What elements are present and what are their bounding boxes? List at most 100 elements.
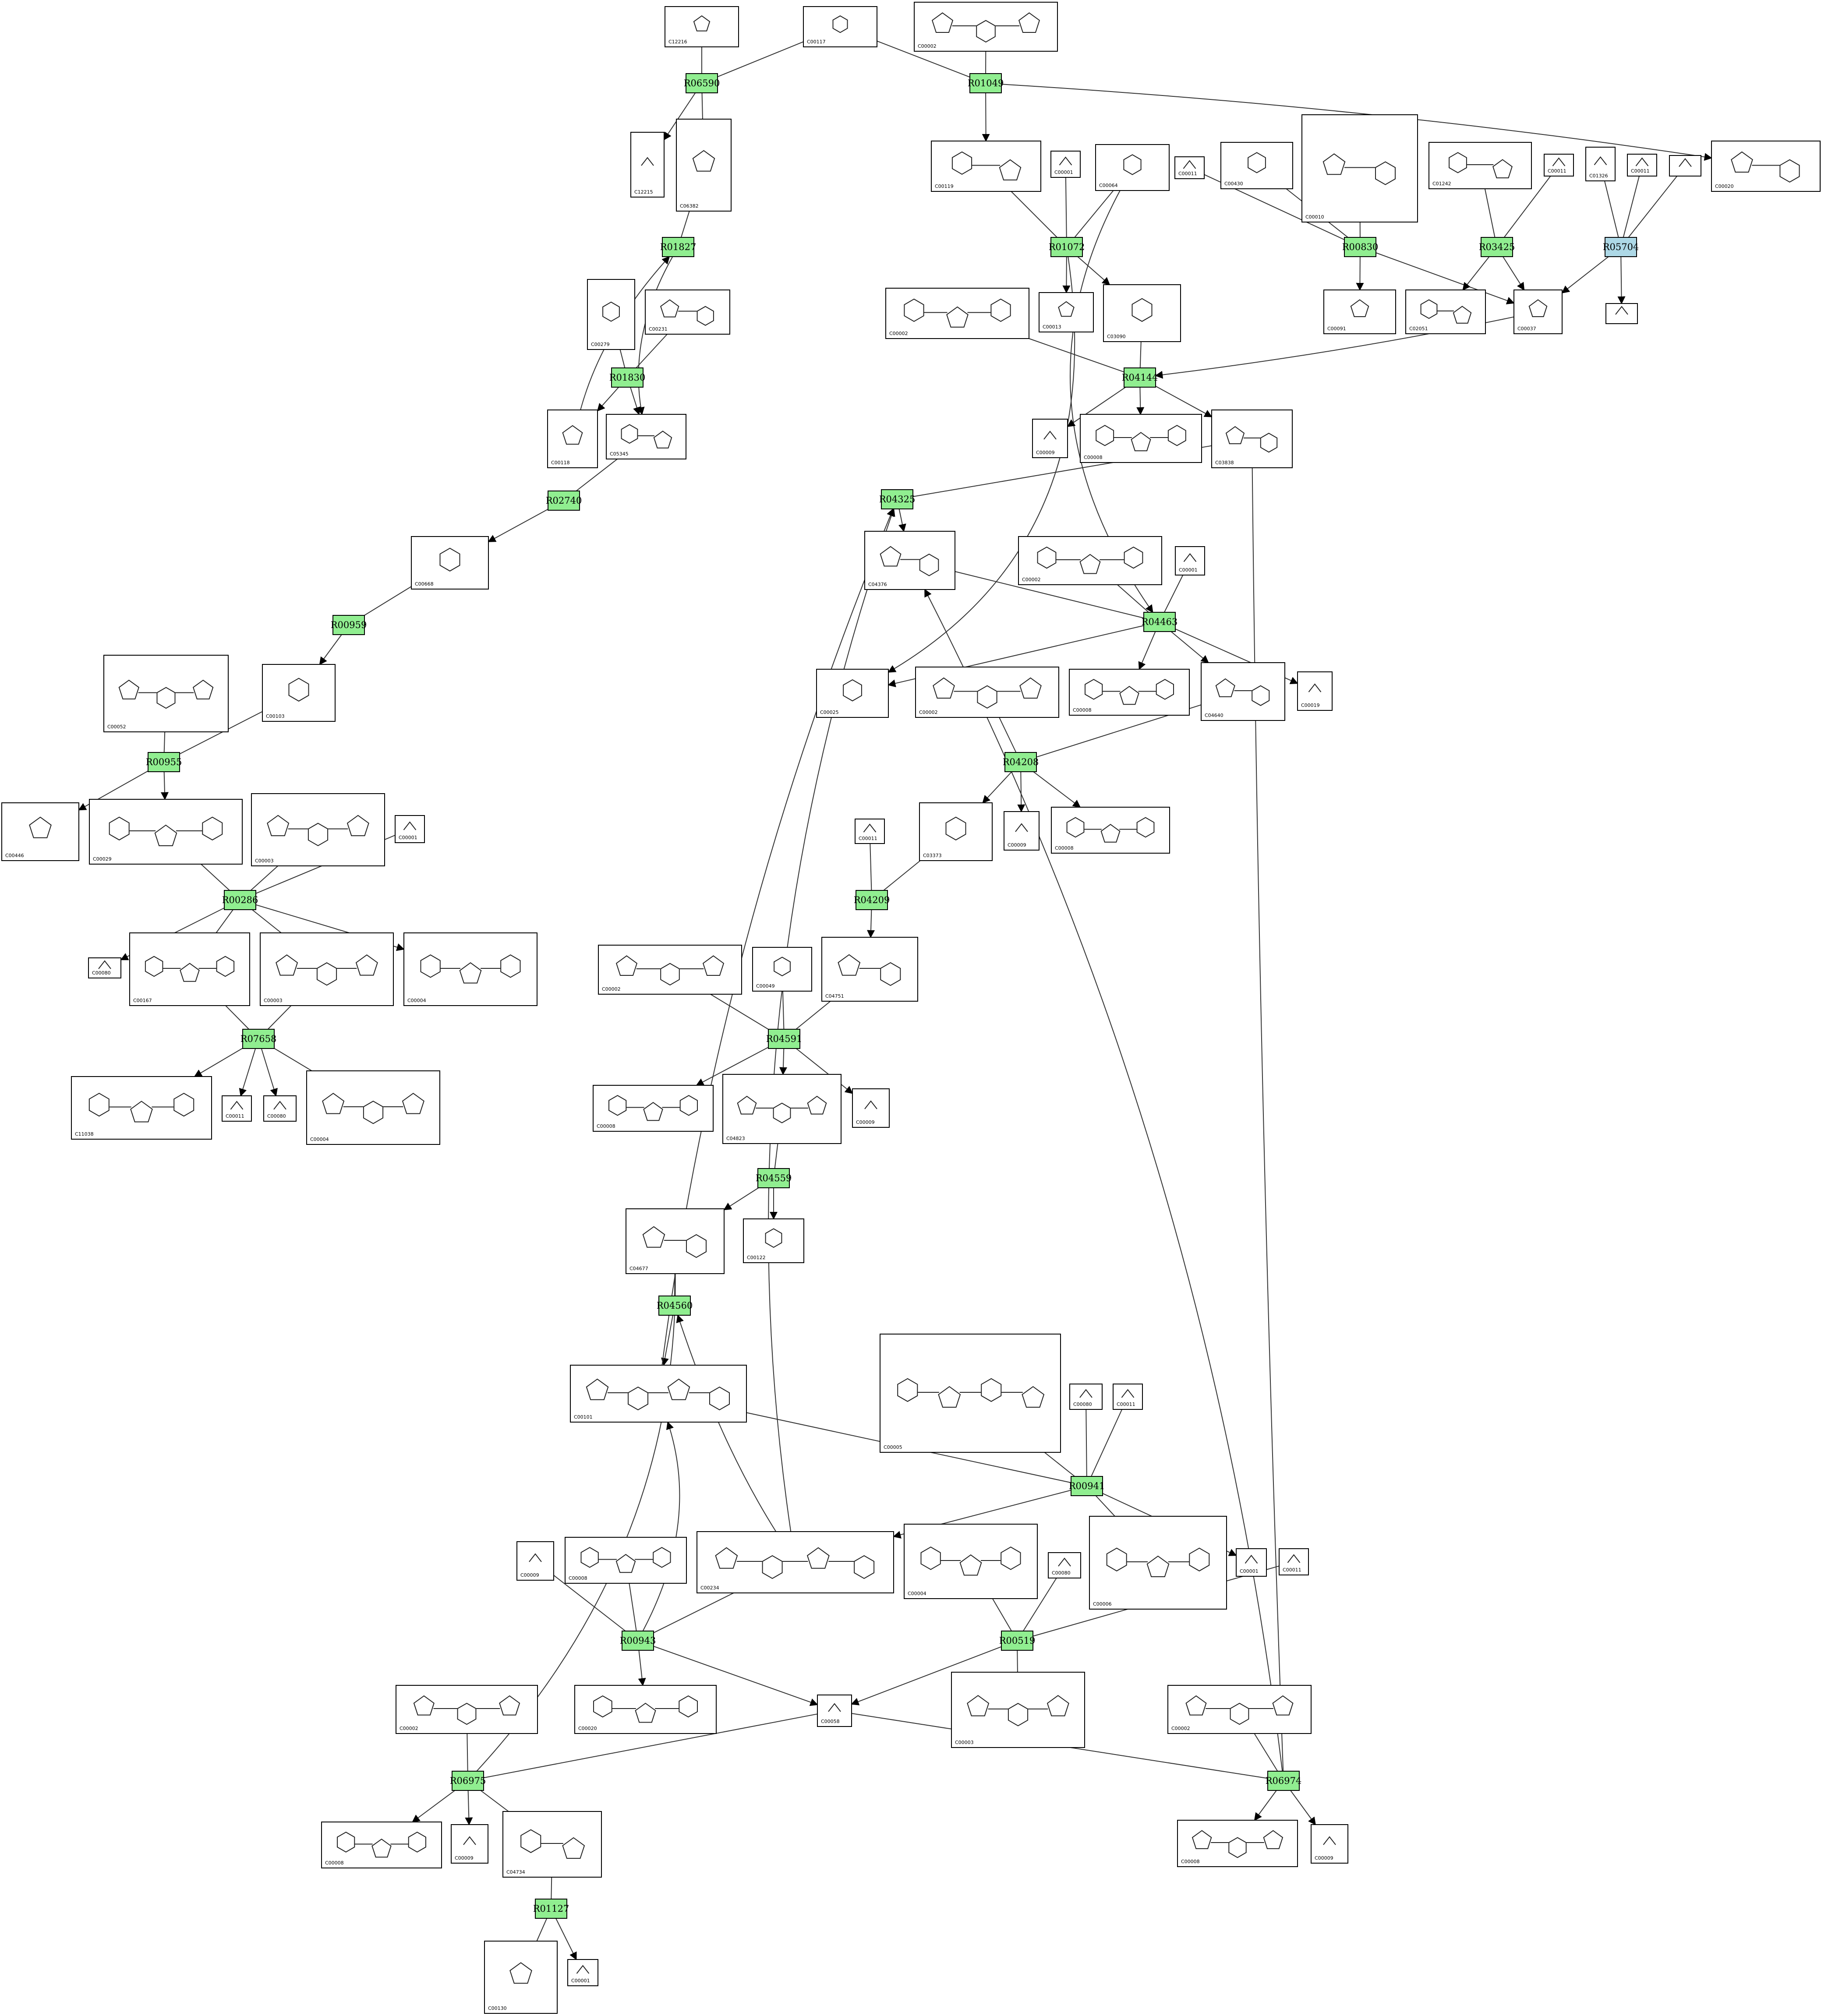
compound-node-c00003b[interactable]: C00003 [260, 932, 394, 1006]
compound-node-c00004a[interactable]: C00004 [403, 932, 537, 1006]
compound-node-c00118[interactable]: C00118 [547, 410, 598, 468]
reaction-node-r02740[interactable]: R02740 [546, 491, 582, 511]
compound-node-c00446[interactable]: C00446 [1, 802, 79, 861]
compound-node-c00119[interactable]: C00119 [931, 141, 1041, 192]
reaction-node-r01072[interactable]: R01072 [1049, 237, 1085, 257]
reaction-node-r04209[interactable]: R04209 [854, 890, 890, 910]
reaction-node-r04463[interactable]: R04463 [1142, 612, 1178, 632]
compound-node-c00008b[interactable]: C00008 [1069, 669, 1190, 716]
reaction-node-r00959[interactable]: R00959 [331, 615, 367, 635]
reaction-node-r06974[interactable]: R06974 [1266, 1771, 1302, 1791]
compound-node-c00167[interactable]: C00167 [129, 932, 250, 1006]
compound-node-unk2[interactable] [1605, 303, 1638, 324]
compound-node-c00029[interactable]: C00029 [89, 799, 243, 865]
compound-node-c00052[interactable]: C00052 [103, 655, 229, 732]
compound-node-c00122[interactable]: C00122 [743, 1218, 804, 1263]
reaction-node-r00830[interactable]: R00830 [1342, 237, 1379, 257]
reaction-node-r04208[interactable]: R04208 [1003, 752, 1039, 772]
reaction-node-r01830[interactable]: R01830 [609, 367, 646, 388]
compound-node-c00009b[interactable]: C00009 [1004, 811, 1040, 851]
compound-node-c05345[interactable]: C05345 [606, 414, 686, 459]
reaction-node-r04325[interactable]: R04325 [879, 489, 916, 509]
compound-node-c00011b[interactable]: C00011 [1544, 154, 1574, 177]
reaction-node-r04560[interactable]: R04560 [657, 1296, 693, 1316]
compound-node-c00025[interactable]: C00025 [816, 669, 889, 718]
compound-node-c00002e[interactable]: C00002 [598, 945, 742, 995]
reaction-node-r00519[interactable]: R00519 [999, 1631, 1036, 1651]
compound-node-c11038[interactable]: C11038 [71, 1076, 212, 1140]
compound-node-c00006[interactable]: C00006 [1089, 1516, 1227, 1610]
compound-node-c00008g[interactable]: C00008 [1177, 1820, 1298, 1867]
compound-node-c00008e[interactable]: C00008 [565, 1537, 687, 1584]
compound-node-c04823[interactable]: C04823 [722, 1074, 842, 1144]
compound-node-c01326[interactable]: C01326 [1585, 147, 1616, 181]
reaction-node-r04591[interactable]: R04591 [766, 1029, 803, 1049]
compound-node-c00037[interactable]: C00037 [1513, 290, 1563, 334]
compound-node-c00001b[interactable]: C00001 [1175, 546, 1205, 575]
reaction-node-r03425[interactable]: R03425 [1479, 237, 1515, 257]
compound-node-c00002a[interactable]: C00002 [914, 2, 1058, 52]
compound-node-c00064[interactable]: C00064 [1095, 144, 1170, 191]
compound-node-c00019[interactable]: C00019 [1297, 671, 1333, 711]
compound-node-c00002b[interactable]: C00002 [885, 288, 1029, 339]
reaction-node-r00943[interactable]: R00943 [620, 1631, 656, 1651]
compound-node-c00001c[interactable]: C00001 [395, 815, 425, 843]
compound-node-c03838[interactable]: C03838 [1211, 410, 1293, 468]
compound-node-c00009d[interactable]: C00009 [516, 1541, 554, 1581]
compound-node-c00234[interactable]: C00234 [697, 1531, 894, 1593]
compound-node-c12215[interactable]: C12215 [630, 132, 665, 198]
reaction-node-r05704[interactable]: R05704 [1603, 237, 1639, 257]
compound-node-c00008a[interactable]: C00008 [1080, 414, 1202, 463]
compound-node-c00080b[interactable]: C00080 [263, 1095, 297, 1122]
compound-node-c00004b[interactable]: C00004 [306, 1070, 440, 1145]
compound-node-c00002c[interactable]: C00002 [1018, 536, 1162, 585]
compound-node-c02051[interactable]: C02051 [1405, 290, 1486, 334]
compound-node-c00080a[interactable]: C00080 [88, 957, 121, 978]
compound-node-c00058[interactable]: C00058 [817, 1695, 852, 1727]
compound-node-c00020a[interactable]: C00020 [1711, 141, 1821, 192]
compound-node-c00013[interactable]: C00013 [1039, 292, 1094, 332]
compound-node-c03373[interactable]: C03373 [919, 802, 993, 861]
compound-node-c00103[interactable]: C00103 [262, 664, 336, 722]
reaction-node-r01049[interactable]: R01049 [968, 73, 1004, 93]
compound-node-c04640[interactable]: C04640 [1201, 662, 1285, 721]
reaction-node-r00955[interactable]: R00955 [146, 752, 182, 772]
compound-node-c04376[interactable]: C04376 [864, 531, 955, 590]
compound-node-c00011c[interactable]: C00011 [1627, 154, 1657, 177]
compound-node-c00009e[interactable]: C00009 [451, 1824, 488, 1864]
compound-node-c04751[interactable]: C04751 [821, 937, 918, 1002]
compound-node-c00002f[interactable]: C00002 [396, 1685, 538, 1734]
compound-node-c00011f[interactable]: C00011 [1113, 1384, 1143, 1410]
compound-node-c00011g[interactable]: C00011 [1279, 1548, 1309, 1575]
compound-node-c00008d[interactable]: C00008 [593, 1085, 714, 1132]
compound-node-c01242[interactable]: C01242 [1429, 142, 1532, 189]
reaction-node-r00286[interactable]: R00286 [222, 890, 258, 910]
compound-node-c00101[interactable]: C00101 [570, 1365, 747, 1423]
compound-node-c00117[interactable]: C00117 [803, 6, 877, 47]
compound-node-c00010[interactable]: C00010 [1301, 114, 1418, 222]
reaction-node-r04559[interactable]: R04559 [756, 1168, 792, 1188]
compound-node-c00002g[interactable]: C00002 [1167, 1685, 1312, 1734]
compound-node-c00004c[interactable]: C00004 [904, 1524, 1038, 1599]
compound-node-c00080d[interactable]: C00080 [1048, 1552, 1081, 1578]
compound-node-c00008f[interactable]: C00008 [321, 1822, 442, 1868]
compound-node-c00130[interactable]: C00130 [484, 1941, 558, 2014]
compound-node-c00668[interactable]: C00668 [411, 536, 489, 590]
compound-node-c03090[interactable]: C03090 [1103, 284, 1181, 342]
compound-node-c00080c[interactable]: C00080 [1069, 1384, 1103, 1410]
compound-node-c00009f[interactable]: C00009 [1311, 1824, 1348, 1864]
compound-node-c00008c[interactable]: C00008 [1051, 807, 1170, 854]
compound-node-c00001a[interactable]: C00001 [1050, 151, 1081, 178]
compound-node-c00005[interactable]: C00005 [880, 1334, 1061, 1453]
reaction-node-r00941[interactable]: R00941 [1069, 1476, 1105, 1496]
compound-node-c00002d[interactable]: C00002 [915, 667, 1059, 718]
compound-node-c04677[interactable]: C04677 [626, 1208, 725, 1274]
compound-node-c00091[interactable]: C00091 [1323, 290, 1396, 334]
compound-node-c06382[interactable]: C06382 [676, 119, 732, 212]
compound-node-unk1[interactable] [1669, 155, 1701, 177]
compound-node-c00049[interactable]: C00049 [752, 947, 812, 992]
reaction-node-r01127[interactable]: R01127 [533, 1899, 569, 1919]
reaction-node-r04144[interactable]: R04144 [1122, 367, 1158, 388]
compound-node-c00231[interactable]: C00231 [645, 290, 730, 335]
compound-node-c00279[interactable]: C00279 [587, 279, 635, 350]
